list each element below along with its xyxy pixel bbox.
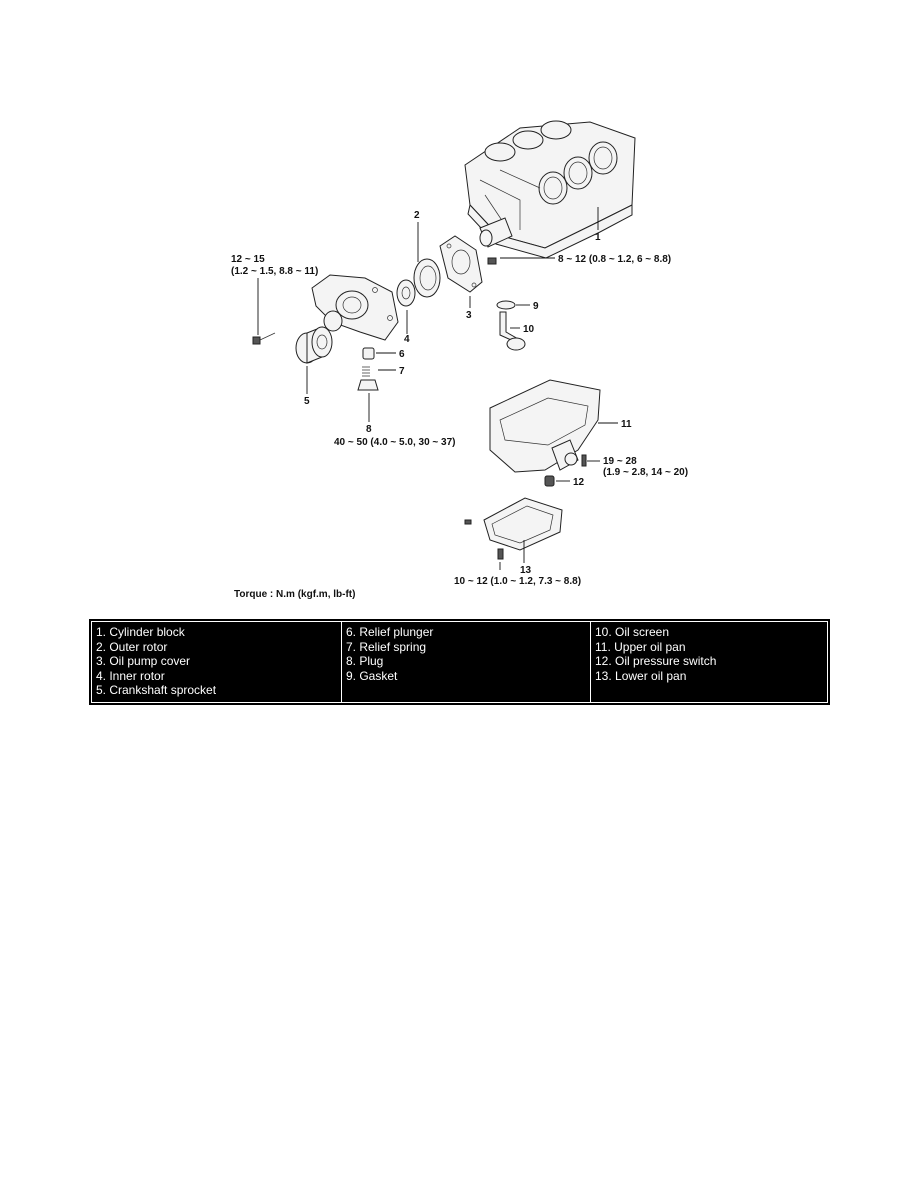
- callout-12: 12: [573, 477, 585, 488]
- leader-lines: [257, 207, 618, 570]
- callout-4: 4: [404, 334, 410, 345]
- torque-upper-pan-line2: (1.9 ~ 2.8, 14 ~ 20): [603, 467, 688, 478]
- legend-item-2: 2. Outer rotor: [96, 639, 168, 654]
- callout-7: 7: [399, 366, 405, 377]
- callout-1: 1: [595, 232, 601, 243]
- callout-10: 10: [523, 324, 535, 335]
- gasket-drawing: [496, 300, 516, 310]
- parts-legend-table: 1. Cylinder block 2. Outer rotor 3. Oil …: [89, 619, 830, 705]
- callout-3: 3: [466, 310, 472, 321]
- cover-bolt-drawing: [487, 257, 497, 265]
- legend-column-2: 6. Relief plunger 7. Relief spring 8. Pl…: [341, 621, 591, 703]
- legend-column-1: 1. Cylinder block 2. Outer rotor 3. Oil …: [91, 621, 342, 703]
- torque-specs: 12 ~ 15 (1.2 ~ 1.5, 8.8 ~ 11) 8 ~ 12 (0.…: [231, 254, 688, 600]
- torque-pump-bolt-line2: (1.2 ~ 1.5, 8.8 ~ 11): [231, 266, 318, 277]
- legend-item-12: 12. Oil pressure switch: [595, 654, 717, 669]
- callout-labels: 1 2 3 4 5 6 7 8 9 10 11 12 13: [304, 210, 632, 576]
- torque-lower-pan: 10 ~ 12 (1.0 ~ 1.2, 7.3 ~ 8.8): [454, 576, 581, 587]
- oil-pump-cover-drawing: [439, 235, 483, 293]
- legend-item-7: 7. Relief spring: [346, 639, 427, 654]
- exploded-parts-diagram: 1 2 3 4 5 6 7 8 9 10 11 12 13 12 ~ 15 (1…: [231, 120, 688, 600]
- legend-item-8: 8. Plug: [346, 654, 384, 669]
- legend-item-3: 3. Oil pump cover: [96, 654, 191, 669]
- callout-5: 5: [304, 396, 310, 407]
- legend-item-9: 9. Gasket: [346, 668, 398, 683]
- legend-column-3: 10. Oil screen 11. Upper oil pan 12. Oil…: [590, 621, 828, 703]
- callout-13: 13: [520, 565, 532, 576]
- torque-upper-pan-line1: 19 ~ 28: [603, 456, 637, 467]
- crankshaft-sprocket-drawing: [295, 326, 333, 364]
- oil-pump-body-drawing: [311, 274, 399, 341]
- torque-cover-bolt: 8 ~ 12 (0.8 ~ 1.2, 6 ~ 8.8): [558, 254, 671, 265]
- callout-11: 11: [621, 419, 632, 430]
- pump-bolt-drawing: [252, 332, 276, 345]
- legend-item-4: 4. Inner rotor: [96, 668, 165, 683]
- relief-parts-drawing: [357, 347, 379, 391]
- cylinder-block-drawing: [464, 120, 636, 259]
- legend-item-13: 13. Lower oil pan: [595, 668, 687, 683]
- legend-item-10: 10. Oil screen: [595, 625, 670, 639]
- callout-9: 9: [533, 301, 539, 312]
- legend-item-1: 1. Cylinder block: [96, 625, 185, 639]
- upper-oil-pan-drawing: [489, 379, 601, 473]
- callout-8: 8: [366, 424, 372, 435]
- callout-6: 6: [399, 349, 405, 360]
- outer-rotor-drawing: [413, 258, 441, 298]
- torque-unit-note: Torque : N.m (kgf.m, lb-ft): [234, 589, 355, 600]
- legend-item-6: 6. Relief plunger: [346, 625, 434, 639]
- oil-screen-drawing: [499, 311, 526, 351]
- torque-pump-bolt-line1: 12 ~ 15: [231, 254, 265, 265]
- lower-oil-pan-drawing: [464, 497, 563, 560]
- inner-rotor-drawing: [396, 279, 416, 307]
- oil-pressure-switch-drawing: [544, 475, 555, 487]
- upper-pan-bolt-drawing: [581, 454, 587, 467]
- legend-item-11: 11. Upper oil pan: [595, 639, 686, 654]
- torque-plug: 40 ~ 50 (4.0 ~ 5.0, 30 ~ 37): [334, 437, 455, 448]
- legend-item-5: 5. Crankshaft sprocket: [96, 683, 217, 698]
- callout-2: 2: [414, 210, 420, 221]
